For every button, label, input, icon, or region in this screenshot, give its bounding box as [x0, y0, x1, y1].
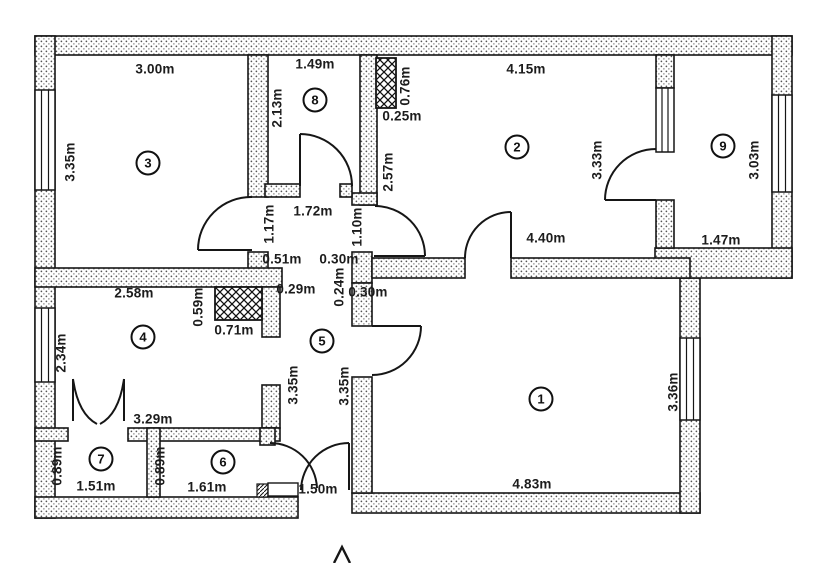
- room-badge-2: 2: [504, 134, 530, 160]
- dim-room1-right: 3.36m: [665, 372, 681, 412]
- window-room9-right: [771, 94, 793, 193]
- dim-room6-left: 0.89m: [152, 446, 168, 486]
- dim-offset-030b: 0.30m: [348, 284, 388, 300]
- door-room4-room7-double: [72, 378, 125, 425]
- dim-room2-top: 4.15m: [506, 61, 546, 77]
- dim-offset-051: 0.51m: [262, 251, 302, 267]
- dim-room4-bottom: 3.29m: [133, 411, 173, 427]
- door-room5-to-room1: [371, 325, 422, 376]
- dim-room8-top: 1.49m: [295, 56, 335, 72]
- dim-room9-bottom: 1.47m: [701, 232, 741, 248]
- dim-room4-top: 2.58m: [114, 285, 154, 301]
- dim-hall-left: 1.17m: [261, 204, 277, 244]
- room-badge-3: 3: [135, 150, 161, 176]
- dim-room8-left: 2.13m: [269, 88, 285, 128]
- dim-col1-height: 0.76m: [397, 66, 413, 106]
- door-room2-west: [374, 205, 426, 257]
- dim-col1-width: 0.25m: [382, 108, 422, 124]
- room-badge-6: 6: [210, 449, 236, 475]
- dim-entry-bottom: 1.50m: [298, 481, 338, 497]
- dim-offset-024: 0.24m: [331, 267, 347, 307]
- room-badge-4: 4: [130, 324, 156, 350]
- interior-walls: [34, 54, 691, 498]
- entry-threshold: [256, 482, 299, 498]
- window-room2-room9-partition: [655, 87, 675, 153]
- door-room2-to-room9: [604, 148, 657, 201]
- dim-hall5-left: 3.35m: [285, 365, 301, 405]
- room-badge-8: 8: [302, 87, 328, 113]
- dim-room2-right: 3.33m: [589, 140, 605, 180]
- dim-hall-right: 1.10m: [349, 207, 365, 247]
- dim-room4-left: 2.34m: [53, 333, 69, 373]
- dim-col2-width: 0.71m: [214, 322, 254, 338]
- door-room2-south: [464, 211, 512, 259]
- dim-room3-left: 3.35m: [62, 142, 78, 182]
- dim-room7-bottom: 1.51m: [76, 478, 116, 494]
- dim-offset-029: 0.29m: [276, 281, 316, 297]
- room-badge-5: 5: [309, 328, 335, 354]
- window-room4-left: [34, 307, 56, 383]
- window-room1-right: [679, 337, 701, 421]
- room-badge-7: 7: [88, 446, 114, 472]
- door-room8: [299, 133, 353, 187]
- door-entry: [269, 441, 350, 491]
- dim-col2-height: 0.59m: [190, 287, 206, 327]
- dim-offset-030a: 0.30m: [319, 251, 359, 267]
- window-room3-left: [34, 89, 56, 191]
- column-crosshatch-top: [375, 57, 397, 109]
- dim-room7-left: 0.89m: [49, 446, 65, 486]
- column-crosshatch-middle: [214, 286, 263, 321]
- dim-room2-left: 2.57m: [380, 152, 396, 192]
- dim-room9-right: 3.03m: [746, 140, 762, 180]
- room-badge-1: 1: [528, 386, 554, 412]
- north-arrow-icon: [332, 544, 352, 563]
- dim-hall5-right: 3.35m: [336, 366, 352, 406]
- dim-room3-top: 3.00m: [135, 61, 175, 77]
- dim-room2-bottom: 4.40m: [526, 230, 566, 246]
- door-room3: [197, 195, 253, 251]
- room-badge-9: 9: [710, 133, 736, 159]
- dim-hall-top: 1.72m: [293, 203, 333, 219]
- dim-room6-bottom: 1.61m: [187, 479, 227, 495]
- dim-room1-bottom: 4.83m: [512, 476, 552, 492]
